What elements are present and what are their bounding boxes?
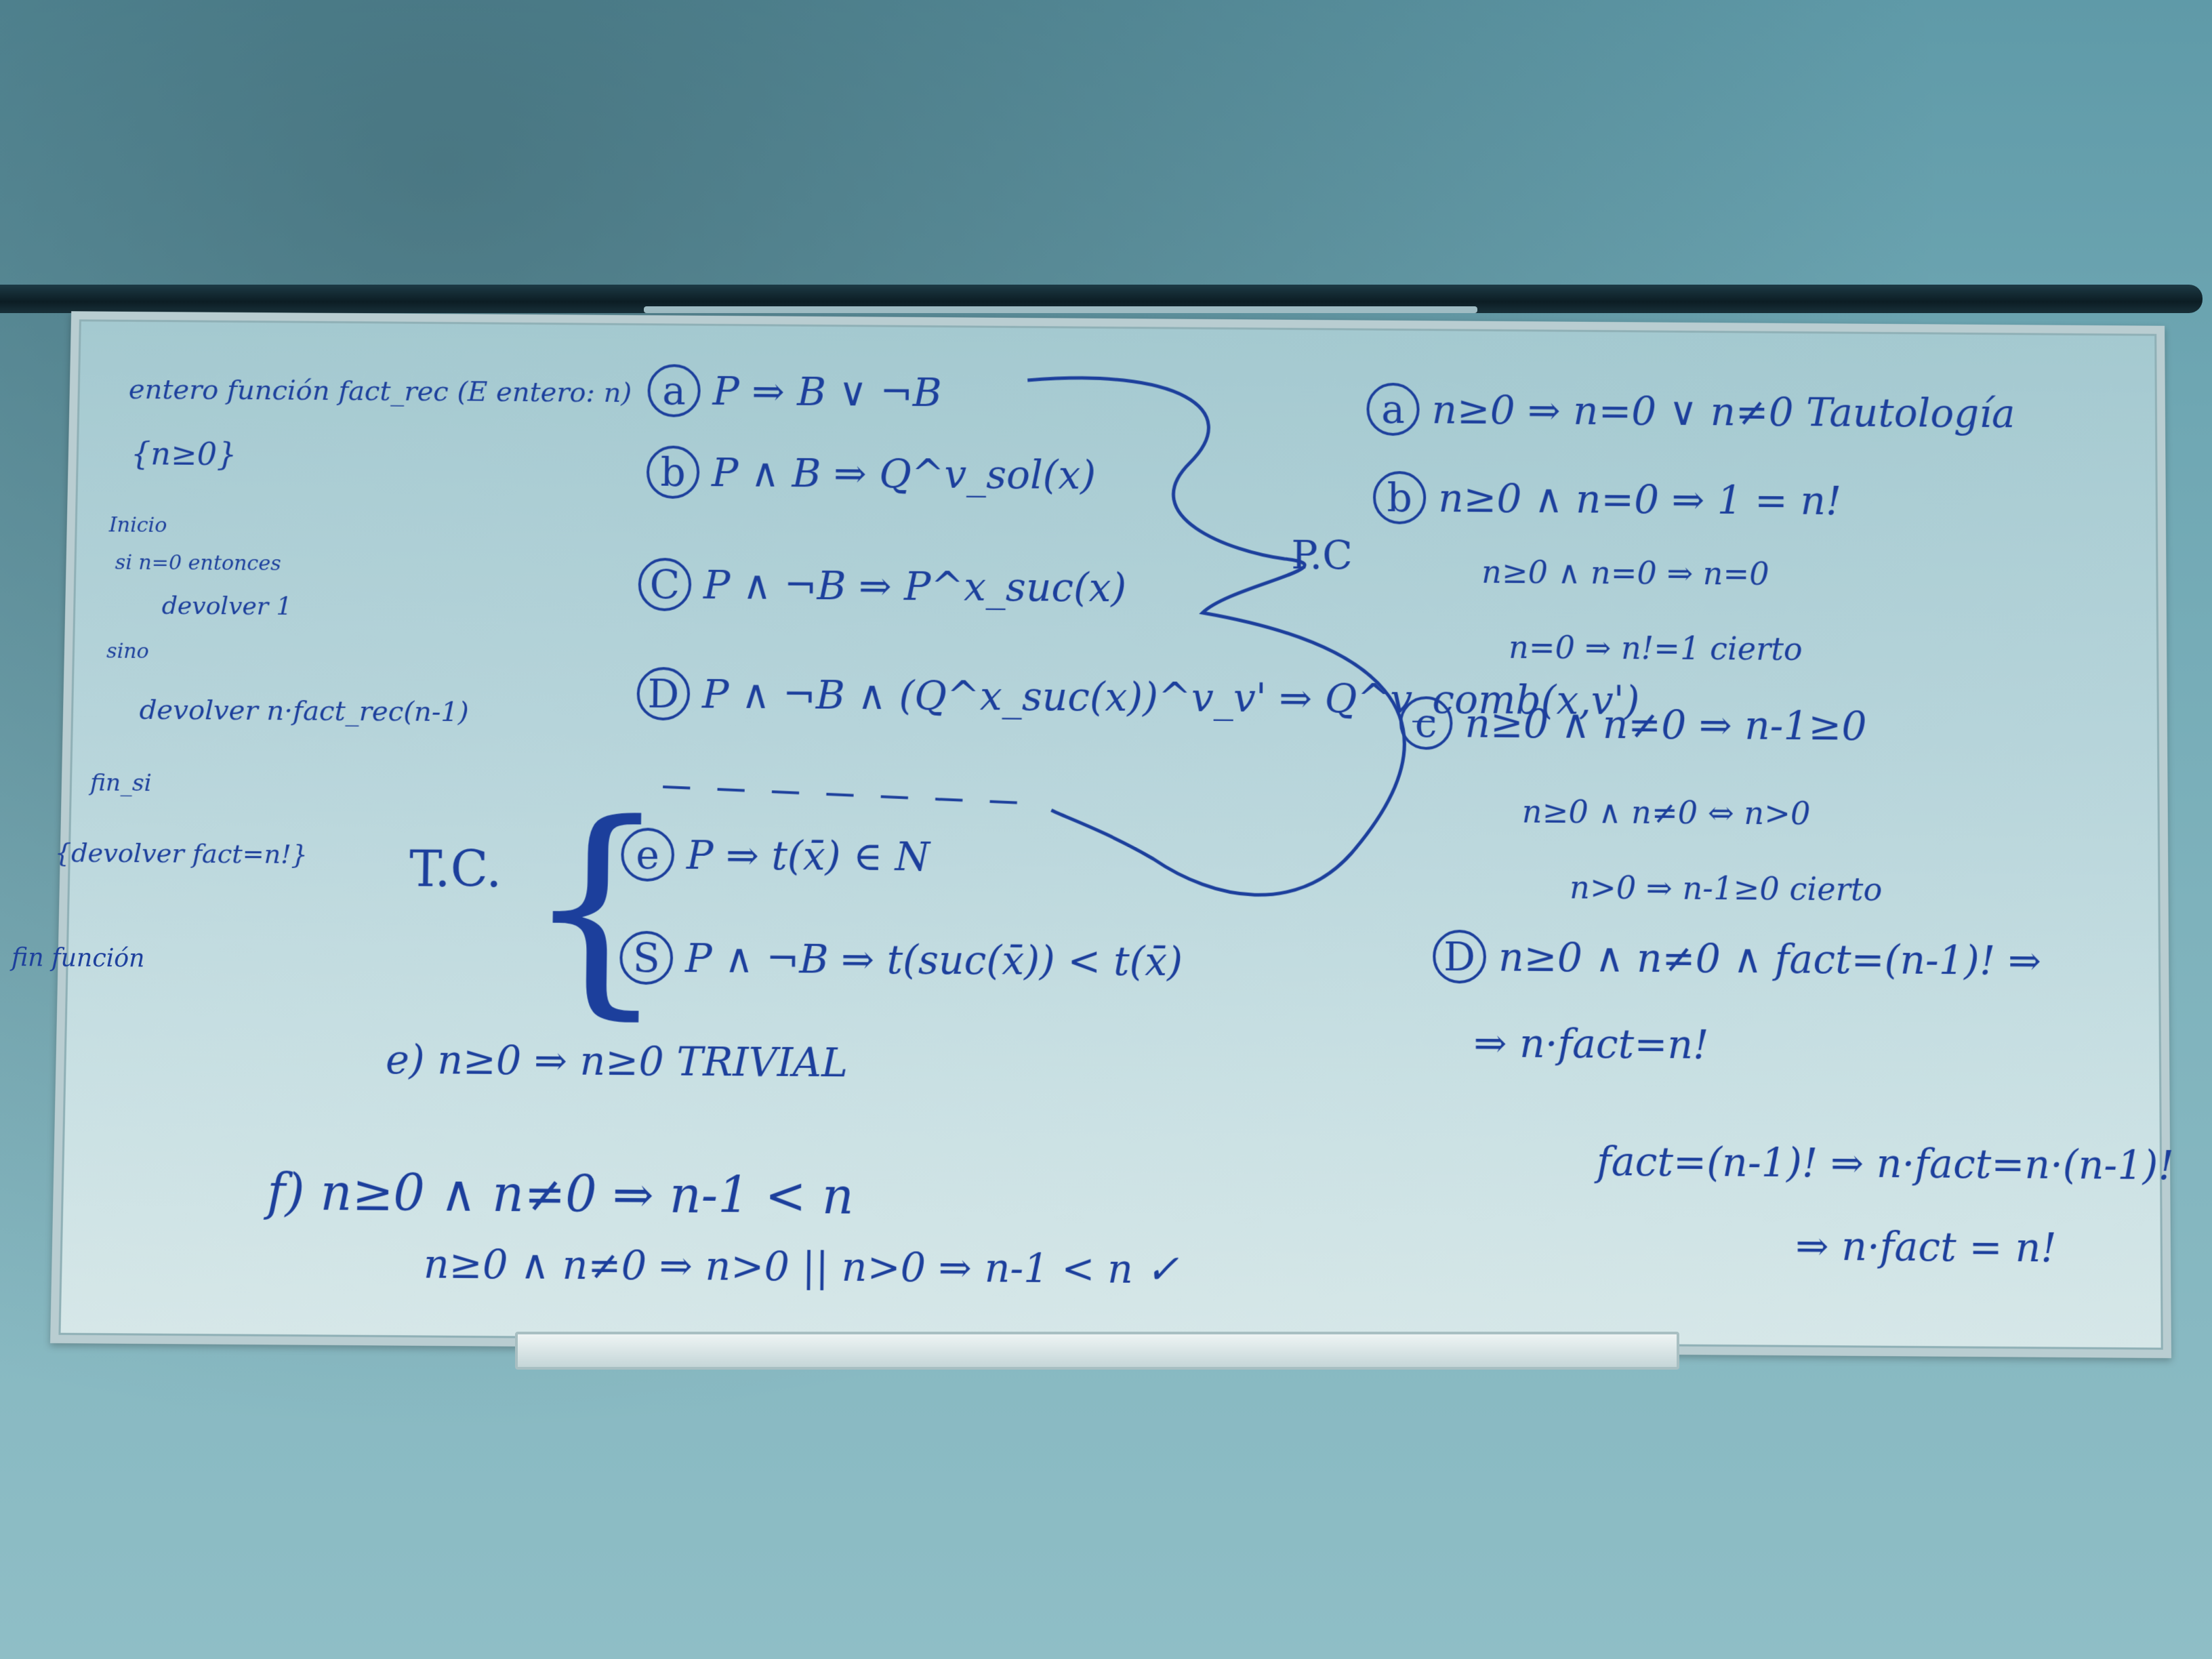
partial-correctness-brace: [58, 319, 2163, 1349]
pc-brace-stroke: [1023, 377, 1406, 896]
projector-screen-handle: [644, 306, 1477, 313]
marker-tray: [515, 1332, 1679, 1370]
whiteboard: entero función fact_rec (E entero: n) {n…: [12, 311, 2174, 1359]
separator-dashed-line: [663, 787, 1024, 803]
